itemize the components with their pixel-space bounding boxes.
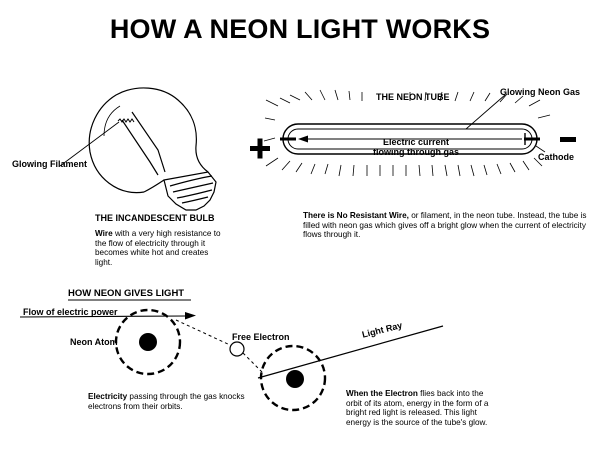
- current-label: Electric current flowing through gas: [373, 137, 459, 157]
- filament-pointer: [59, 121, 120, 167]
- tube-description-text: or filament, in the neon tube. Instead, …: [303, 211, 587, 240]
- electricity-description-text: passing through the gas knocks electrons…: [88, 392, 245, 411]
- bulb-base: [163, 171, 217, 211]
- electron-path: [175, 319, 231, 346]
- excited-atom-nucleus: [286, 370, 304, 388]
- neon-light-heading: HOW NEON GIVES LIGHT: [68, 288, 185, 299]
- flow-line: [19, 315, 187, 318]
- page-title: HOW A NEON LIGHT WORKS: [109, 14, 491, 44]
- current-arrowhead: [298, 135, 308, 143]
- flow-arrowhead: [185, 312, 196, 320]
- free-electron-label: Free Electron: [232, 332, 290, 342]
- bulb-neck: [143, 179, 165, 193]
- neon-atom-illustration: [19, 299, 444, 412]
- current-label-line2: flowing through gas: [373, 147, 459, 157]
- light-bulb-illustration: [59, 87, 217, 211]
- electron-return-description-text: flies back into the orbit of its atom, e…: [346, 389, 489, 427]
- filament: [117, 118, 135, 123]
- gas-pointer: [465, 94, 506, 130]
- neon-atom-orbit: [114, 308, 182, 376]
- neon-atom-nucleus: [139, 333, 157, 351]
- flow-label: Flow of electric power: [23, 307, 118, 317]
- free-electron: [229, 341, 245, 357]
- bulb-glass: [88, 87, 209, 194]
- tube-heading: THE NEON TUBE: [376, 92, 450, 102]
- glow-rays: [263, 89, 551, 177]
- cathode-label: Cathode: [538, 152, 574, 162]
- electron-return-description-bold: When the Electron: [346, 389, 418, 398]
- electricity-description-bold: Electricity: [88, 392, 128, 401]
- filament-label: Glowing Filament: [12, 159, 88, 169]
- excited-atom-orbit: [259, 344, 327, 412]
- light-ray: [257, 325, 444, 379]
- bulb-heading: THE INCANDESCENT BULB: [95, 213, 215, 223]
- electricity-description: Electricity passing through the gas knoc…: [88, 392, 253, 411]
- bulb-description-text: with a very high resistance to the flow …: [95, 229, 221, 267]
- bulb-stem: [121, 119, 159, 176]
- neon-atom-label: Neon Atom: [70, 337, 118, 347]
- current-label-line1: Electric current: [382, 137, 450, 147]
- glowing-gas-label: Glowing Neon Gas: [500, 87, 581, 97]
- bulb-description: Wire with a very high resistance to the …: [95, 229, 225, 267]
- plus-sign-v: [257, 138, 263, 159]
- neon-tube-illustration: [250, 89, 576, 177]
- bulb-description-bold: Wire: [95, 229, 113, 238]
- minus-sign: [560, 137, 576, 142]
- electron-return-description: When the Electron flies back into the or…: [346, 389, 496, 427]
- tube-description-bold: There is No Resistant Wire,: [303, 211, 409, 220]
- tube-description: There is No Resistant Wire, or filament,…: [303, 211, 588, 240]
